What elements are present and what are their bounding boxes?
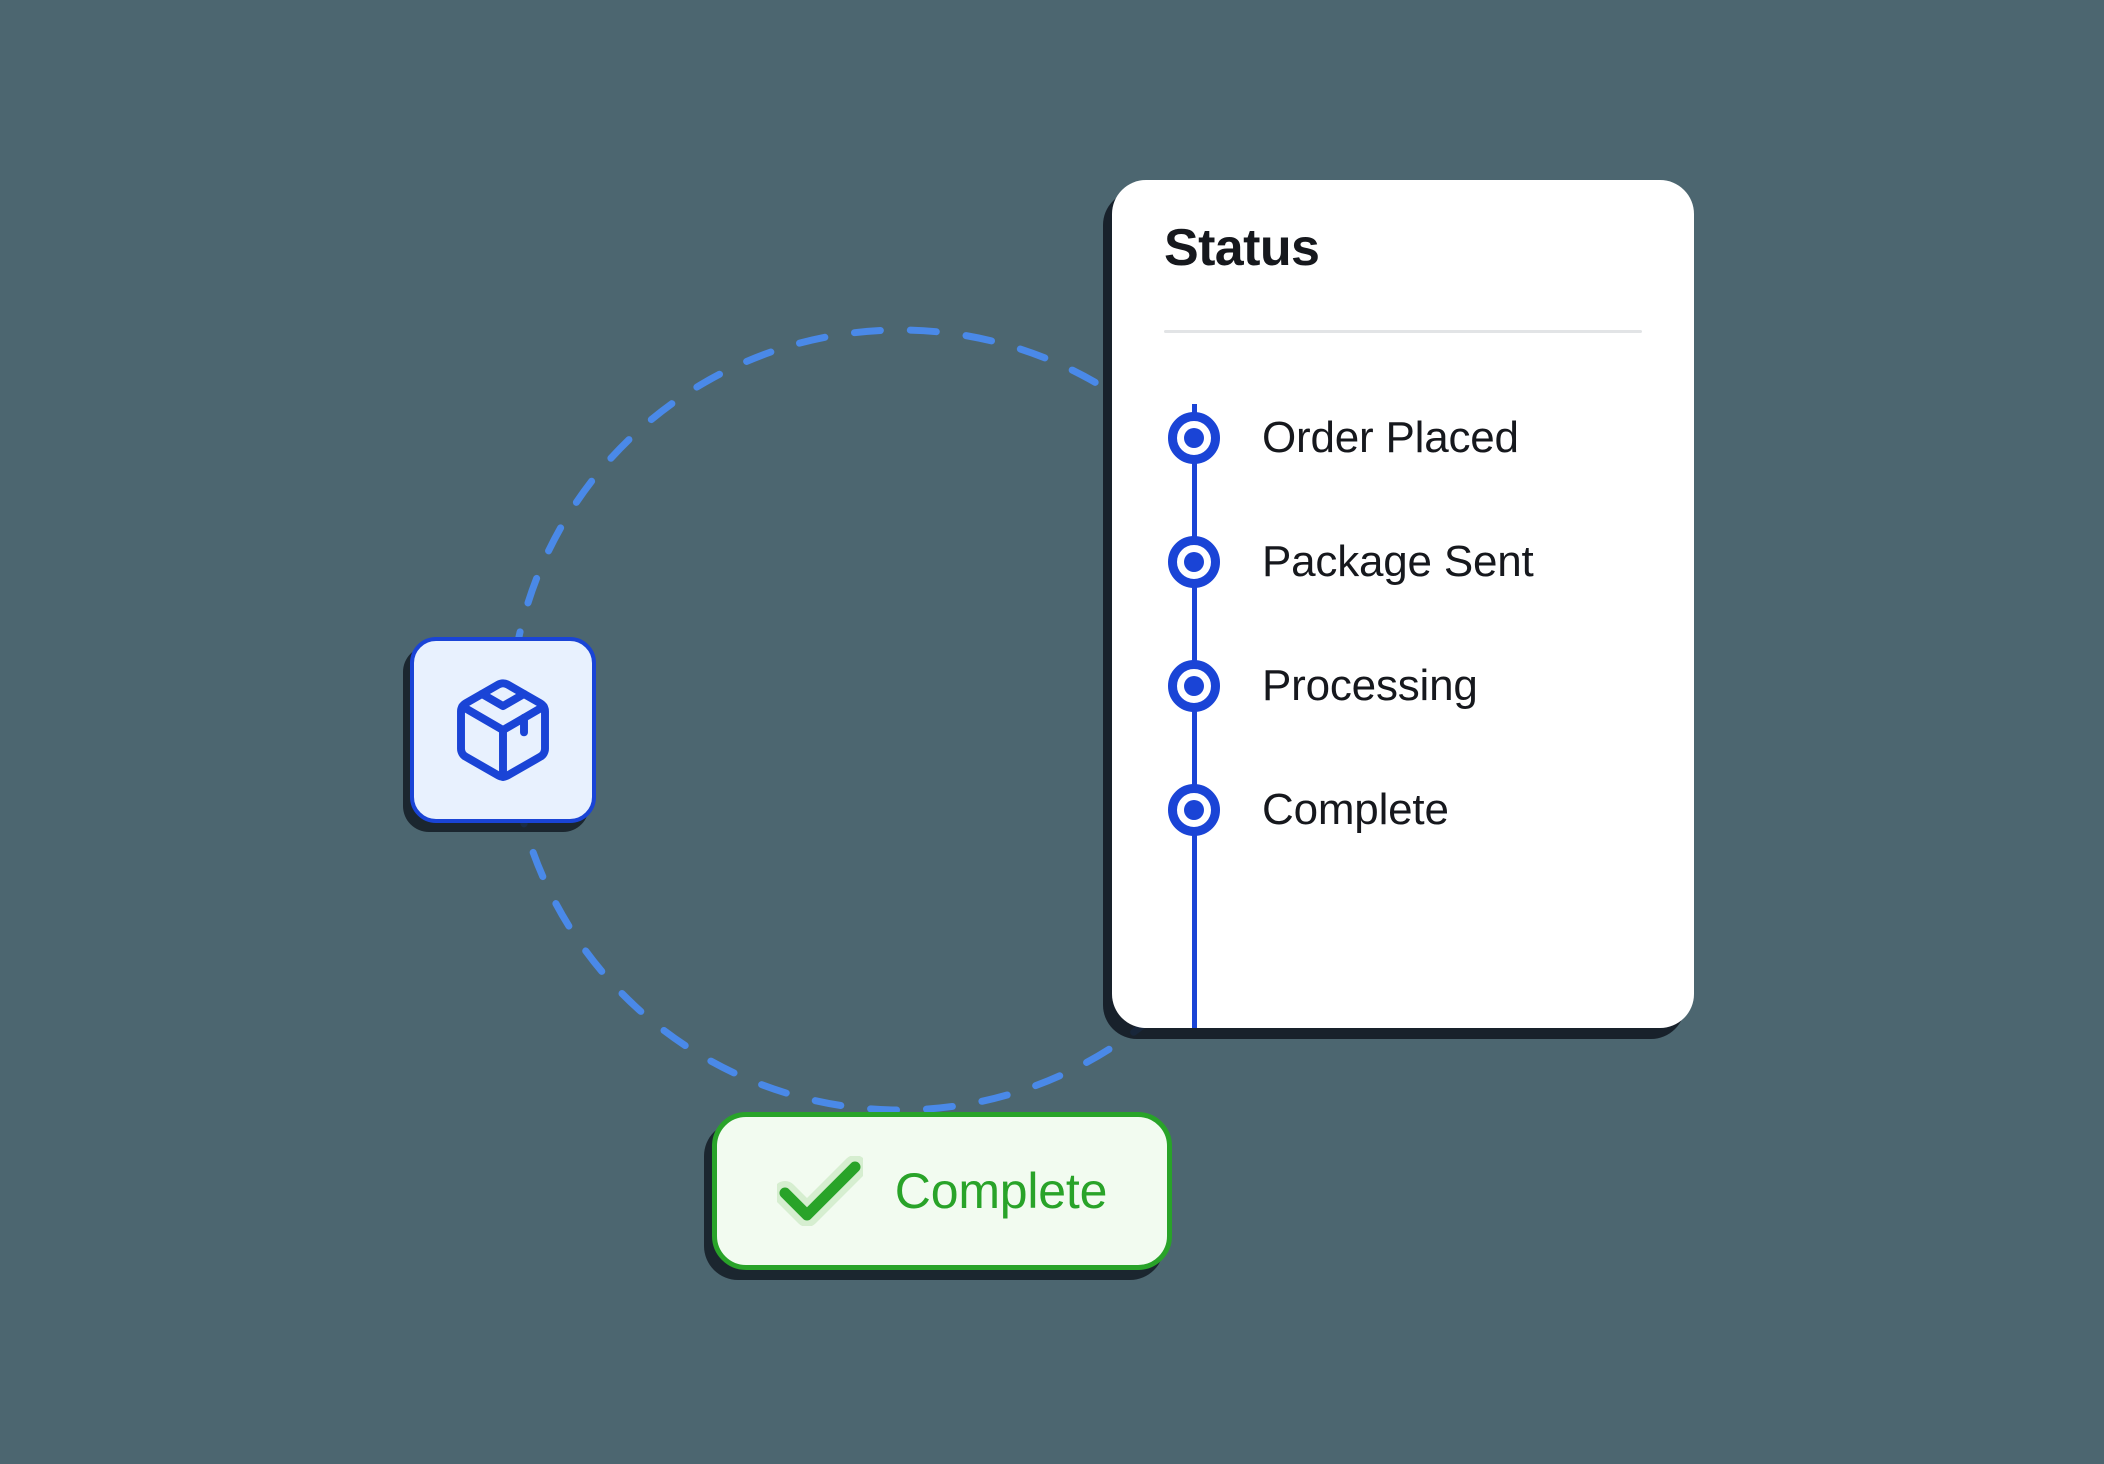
- timeline-connector-line: [1192, 404, 1197, 1028]
- timeline-item-label: Package Sent: [1262, 537, 1534, 586]
- complete-button[interactable]: Complete: [712, 1112, 1172, 1270]
- package-icon-tile[interactable]: [410, 637, 596, 823]
- status-card: Status Order Placed Package Sent Process…: [1112, 180, 1694, 1028]
- complete-button-label: Complete: [894, 1163, 1108, 1219]
- timeline-dot-icon: [1168, 660, 1220, 712]
- card-divider: [1164, 330, 1642, 333]
- check-mark-icon: [776, 1156, 863, 1226]
- package-box-icon: [447, 674, 559, 786]
- timeline-dot-icon: [1168, 536, 1220, 588]
- timeline-item-label: Complete: [1262, 785, 1449, 834]
- timeline-item-label: Order Placed: [1262, 413, 1519, 462]
- status-timeline: Order Placed Package Sent Processing Com…: [1112, 376, 1694, 1028]
- page-title: Status: [1164, 219, 1320, 277]
- timeline-item-processing[interactable]: Processing: [1112, 624, 1694, 748]
- timeline-item-order-placed[interactable]: Order Placed: [1112, 376, 1694, 500]
- timeline-item-label: Processing: [1262, 661, 1478, 710]
- timeline-item-package-sent[interactable]: Package Sent: [1112, 500, 1694, 624]
- timeline-dot-icon: [1168, 412, 1220, 464]
- timeline-dot-icon: [1168, 784, 1220, 836]
- timeline-item-complete[interactable]: Complete: [1112, 748, 1694, 872]
